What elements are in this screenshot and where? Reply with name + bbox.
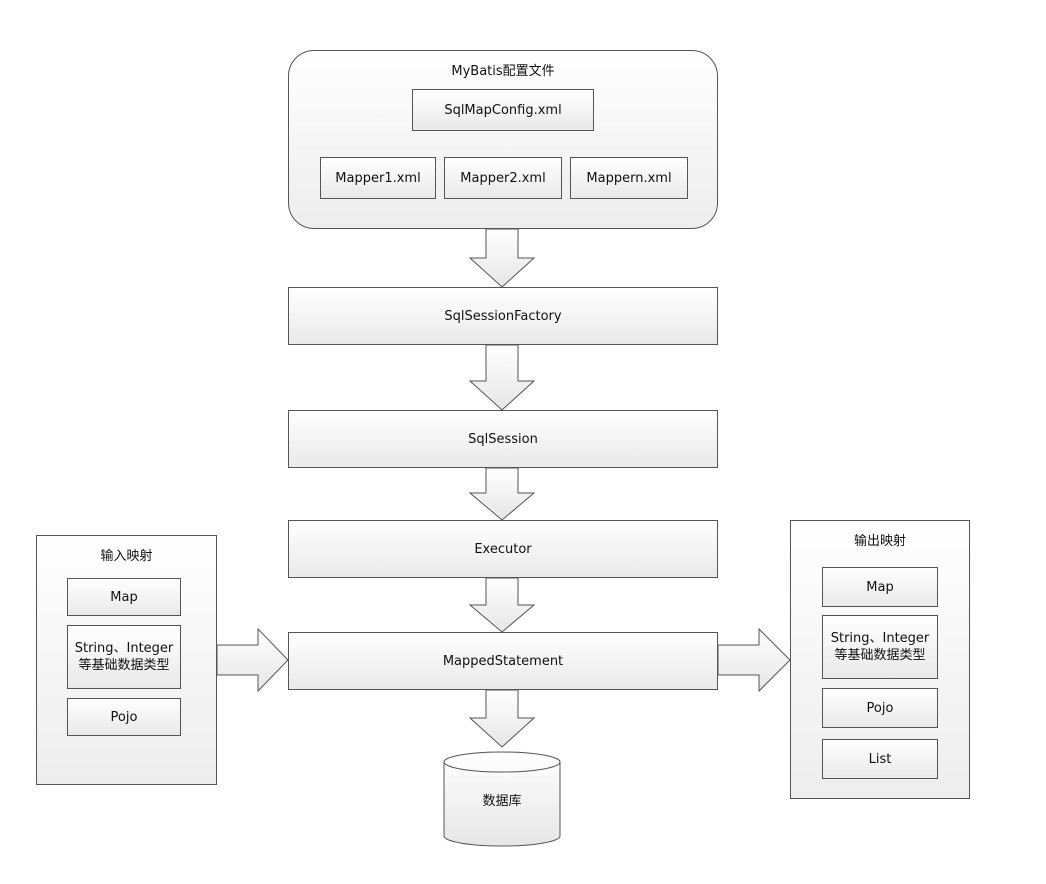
mapper1-box: Mapper1.xml (320, 157, 436, 199)
executor-box: Executor (288, 520, 718, 578)
mappedstatement-box: MappedStatement (288, 632, 718, 690)
input-basic-types-box: String、Integer等基础数据类型 (67, 625, 181, 689)
arrow-statement-to-output (717, 627, 791, 693)
output-basic-types-box: String、Integer等基础数据类型 (822, 615, 938, 679)
arrow-statement-to-database (468, 689, 536, 748)
arrow-executor-to-statement (468, 577, 536, 633)
config-group (288, 50, 718, 229)
arrow-session-to-executor (468, 467, 536, 521)
database-cylinder (443, 751, 561, 847)
arrow-factory-to-session (468, 344, 536, 411)
sqlmapconfig-box: SqlMapConfig.xml (412, 89, 594, 131)
output-pojo-box: Pojo (822, 688, 938, 728)
arrow-input-to-statement (216, 627, 289, 693)
output-map-box: Map (822, 567, 938, 607)
output-list-box: List (822, 739, 938, 779)
input-mapping-title: 输入映射 (100, 549, 153, 564)
sqlsession-box: SqlSession (288, 410, 718, 468)
sqlsessionfactory-box: SqlSessionFactory (288, 287, 718, 345)
input-map-box: Map (67, 578, 181, 616)
arrow-config-to-factory (468, 228, 536, 288)
config-group-title: MyBatis配置文件 (451, 64, 555, 79)
input-pojo-box: Pojo (67, 698, 181, 736)
mappern-box: Mappern.xml (570, 157, 688, 199)
output-mapping-title: 输出映射 (853, 534, 906, 549)
mapper2-box: Mapper2.xml (444, 157, 562, 199)
database-label: 数据库 (482, 794, 522, 809)
